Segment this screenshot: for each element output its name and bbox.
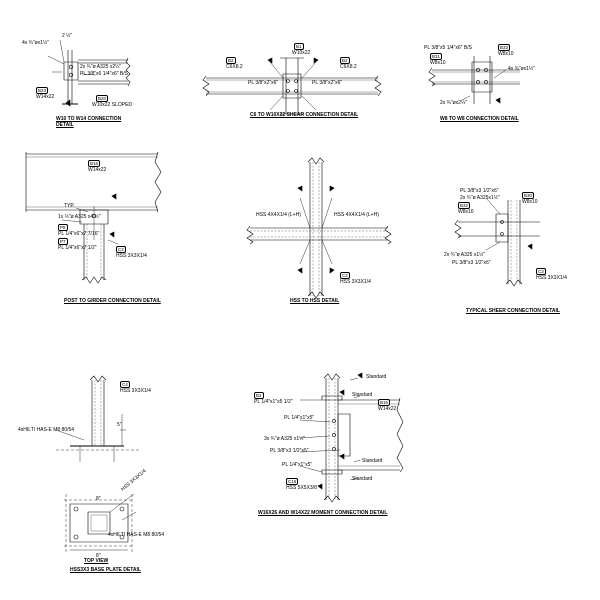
pg-hss: HSS 3X3X1/4 [116,253,147,259]
mc-tag-c16: C16 [286,478,299,485]
c6w10-pl-right: PL 3/8"x2"x6" [312,80,343,86]
w10w14-w10-label: W10x22 SLOPED [92,102,133,108]
ts-caption: TYPICAL SHEER CONNECTION DETAIL [466,308,560,314]
w8w8-tag-b31: B31 [430,53,443,60]
base-plate-detail-lines [56,376,140,552]
pg-pl8: PL 1/4"x6"x7 7/16" [58,231,100,237]
w10w14-angle-note: 4x ¾"øx1½" [22,40,49,46]
ts-bolts-top: 2x ¾"ø A325x1½" [460,195,500,201]
c6w10-c6-right: C6X8.2 [340,64,357,70]
w10w14-dim-top: 2 ½" [62,33,73,39]
c6w10-c6-left: C6X8.2 [226,64,243,70]
hh-tag-c2: C2 [340,272,350,279]
mc-tag-b2: B2 [254,392,264,399]
mc-tag-b16: B16 [378,399,391,406]
ts-tag-b30: B30 [522,192,535,199]
c6w10-pl-left: PL 3/8"x2"x6" [248,80,279,86]
c6w10-tag-b2-left: B2 [226,57,236,64]
pg-tag-c2: C2 [116,246,126,253]
mc-standard-3: Standard [362,458,383,464]
mc-w14: W14x22 [378,406,397,412]
bp-dim-8-top: 8" [96,496,101,502]
ts-tag-c3: C3 [536,268,546,275]
pg-typ: TYP. [64,203,75,209]
post-girder-detail-lines [26,152,161,283]
bp-tag-c4: C4 [120,381,130,388]
bp-anchor-left: 4xHILTI HAS-E M8 80/54 [18,427,75,433]
c6w10-w10-label: W10x22 [292,50,311,56]
bp-anchor-right: 4xHILTI HAS-E M8 80/54 [108,532,165,538]
pg-bolt: 1x ½"ø A325 x4 ½" [58,214,101,220]
hss-hss-detail-lines [247,158,391,298]
pg-tag-p7: P7 [58,238,68,245]
w10w14-caption: W10 TO W14 CONNECTION DETAIL [56,116,122,128]
ts-hss: HSS 3X3X1/4 [536,275,567,281]
c6-w10-detail-lines [203,58,381,114]
mc-pl-bot: PL 1/4"x1"x5" [282,462,313,468]
ts-bolts-bot: 2x ¾"ø A325 x1½" [444,252,486,258]
ts-tag-b32: B32 [458,202,471,209]
mc-hss: HSS 5X5X3/8 [286,485,317,491]
hh-caption: HSS TO HSS DETAIL [290,298,340,304]
c6w10-caption: C6 TO W10X22 SHEAR CONNECTION DETAIL [250,112,359,118]
bp-dim-5: 5" [117,422,122,428]
w8w8-w8b: W8x10 [430,60,446,66]
bp-hss: HSS 3X3X1/4 [120,388,151,394]
w8w8-plate: PL 3/8"x5 1/4"x6" B/S [424,45,472,51]
w8w8-bolts2: 2x ¾"øx2¼" [440,100,467,106]
w10w14-bolt-note: 2x ¾"ø A325 x2¼" [80,64,122,70]
hh-hss-col: HSS 3X3X1/4 [340,279,371,285]
hh-hss-left: HSS 4X4X1/4 (L+H) [256,212,301,218]
mc-pl-shear: PL 3/8"x3 1/2"x5" [270,448,309,454]
mc-bolts: 3x ¾"ø A325 x1½" [264,436,306,442]
moment-detail-lines [300,373,403,502]
mc-caption: W16X26 AND W14X22 MOMENT CONNECTION DETA… [258,510,388,516]
w8-w8-detail-lines [429,56,520,104]
w8w8-caption: W8 TO W8 CONNECTION DETAIL [440,116,519,122]
ts-pl-top: PL 3/8"x3 1/2"x6" [460,188,499,194]
typical-shear-detail-lines [455,198,540,286]
mc-standard-2: Standard [352,392,373,398]
w10w14-w14-label: W14x22 [36,94,55,100]
w8w8-bolts: 4x ¾"øx1½" [508,66,535,72]
ts-pl-bot: PL 3/8"x3 1/2"x6" [452,260,491,266]
bp-dim-8-bottom: 8" [96,553,101,559]
w8w8-tag-b33: B33 [498,44,511,51]
mc-pl-top: PL 1/4"x1"x5 1/2" [254,399,293,405]
pg-w14-label: W14x22 [88,167,107,173]
c6w10-tag-b1: B1 [294,43,304,50]
pg-tag-p8: P8 [58,224,68,231]
bp-caption-top-view: TOP VIEW [84,558,109,564]
mc-standard-4: Standard [352,476,373,482]
w10w14-tag-b20: B20 [96,95,109,102]
mc-standard-1: Standard [366,374,387,380]
c6w10-tag-b2-right: B2 [340,57,350,64]
pg-caption: POST TO GIRDER CONNECTION DETAIL [64,298,161,304]
w10w14-plate-note: PL 3/8"x6 1/4"x6" B/S [80,71,128,77]
w10-w14-detail-lines [48,40,130,106]
w10w14-tag-b23: B23 [36,87,49,94]
ts-w8a: W8x10 [522,199,538,205]
pg-tag-b16: B16 [88,160,101,167]
ts-w8b: W8x10 [458,209,474,215]
w8w8-w8a: W8x10 [498,51,514,57]
bp-caption: HSS3X3 BASE PLATE DETAIL [70,567,141,573]
hh-hss-right: HSS 4X4X1/4 (L+H) [334,212,379,218]
pg-pl7: PL 1/4"x6"x7 1/2" [58,245,97,251]
mc-pl-mid: PL 1/4"x1"x5" [284,415,315,421]
